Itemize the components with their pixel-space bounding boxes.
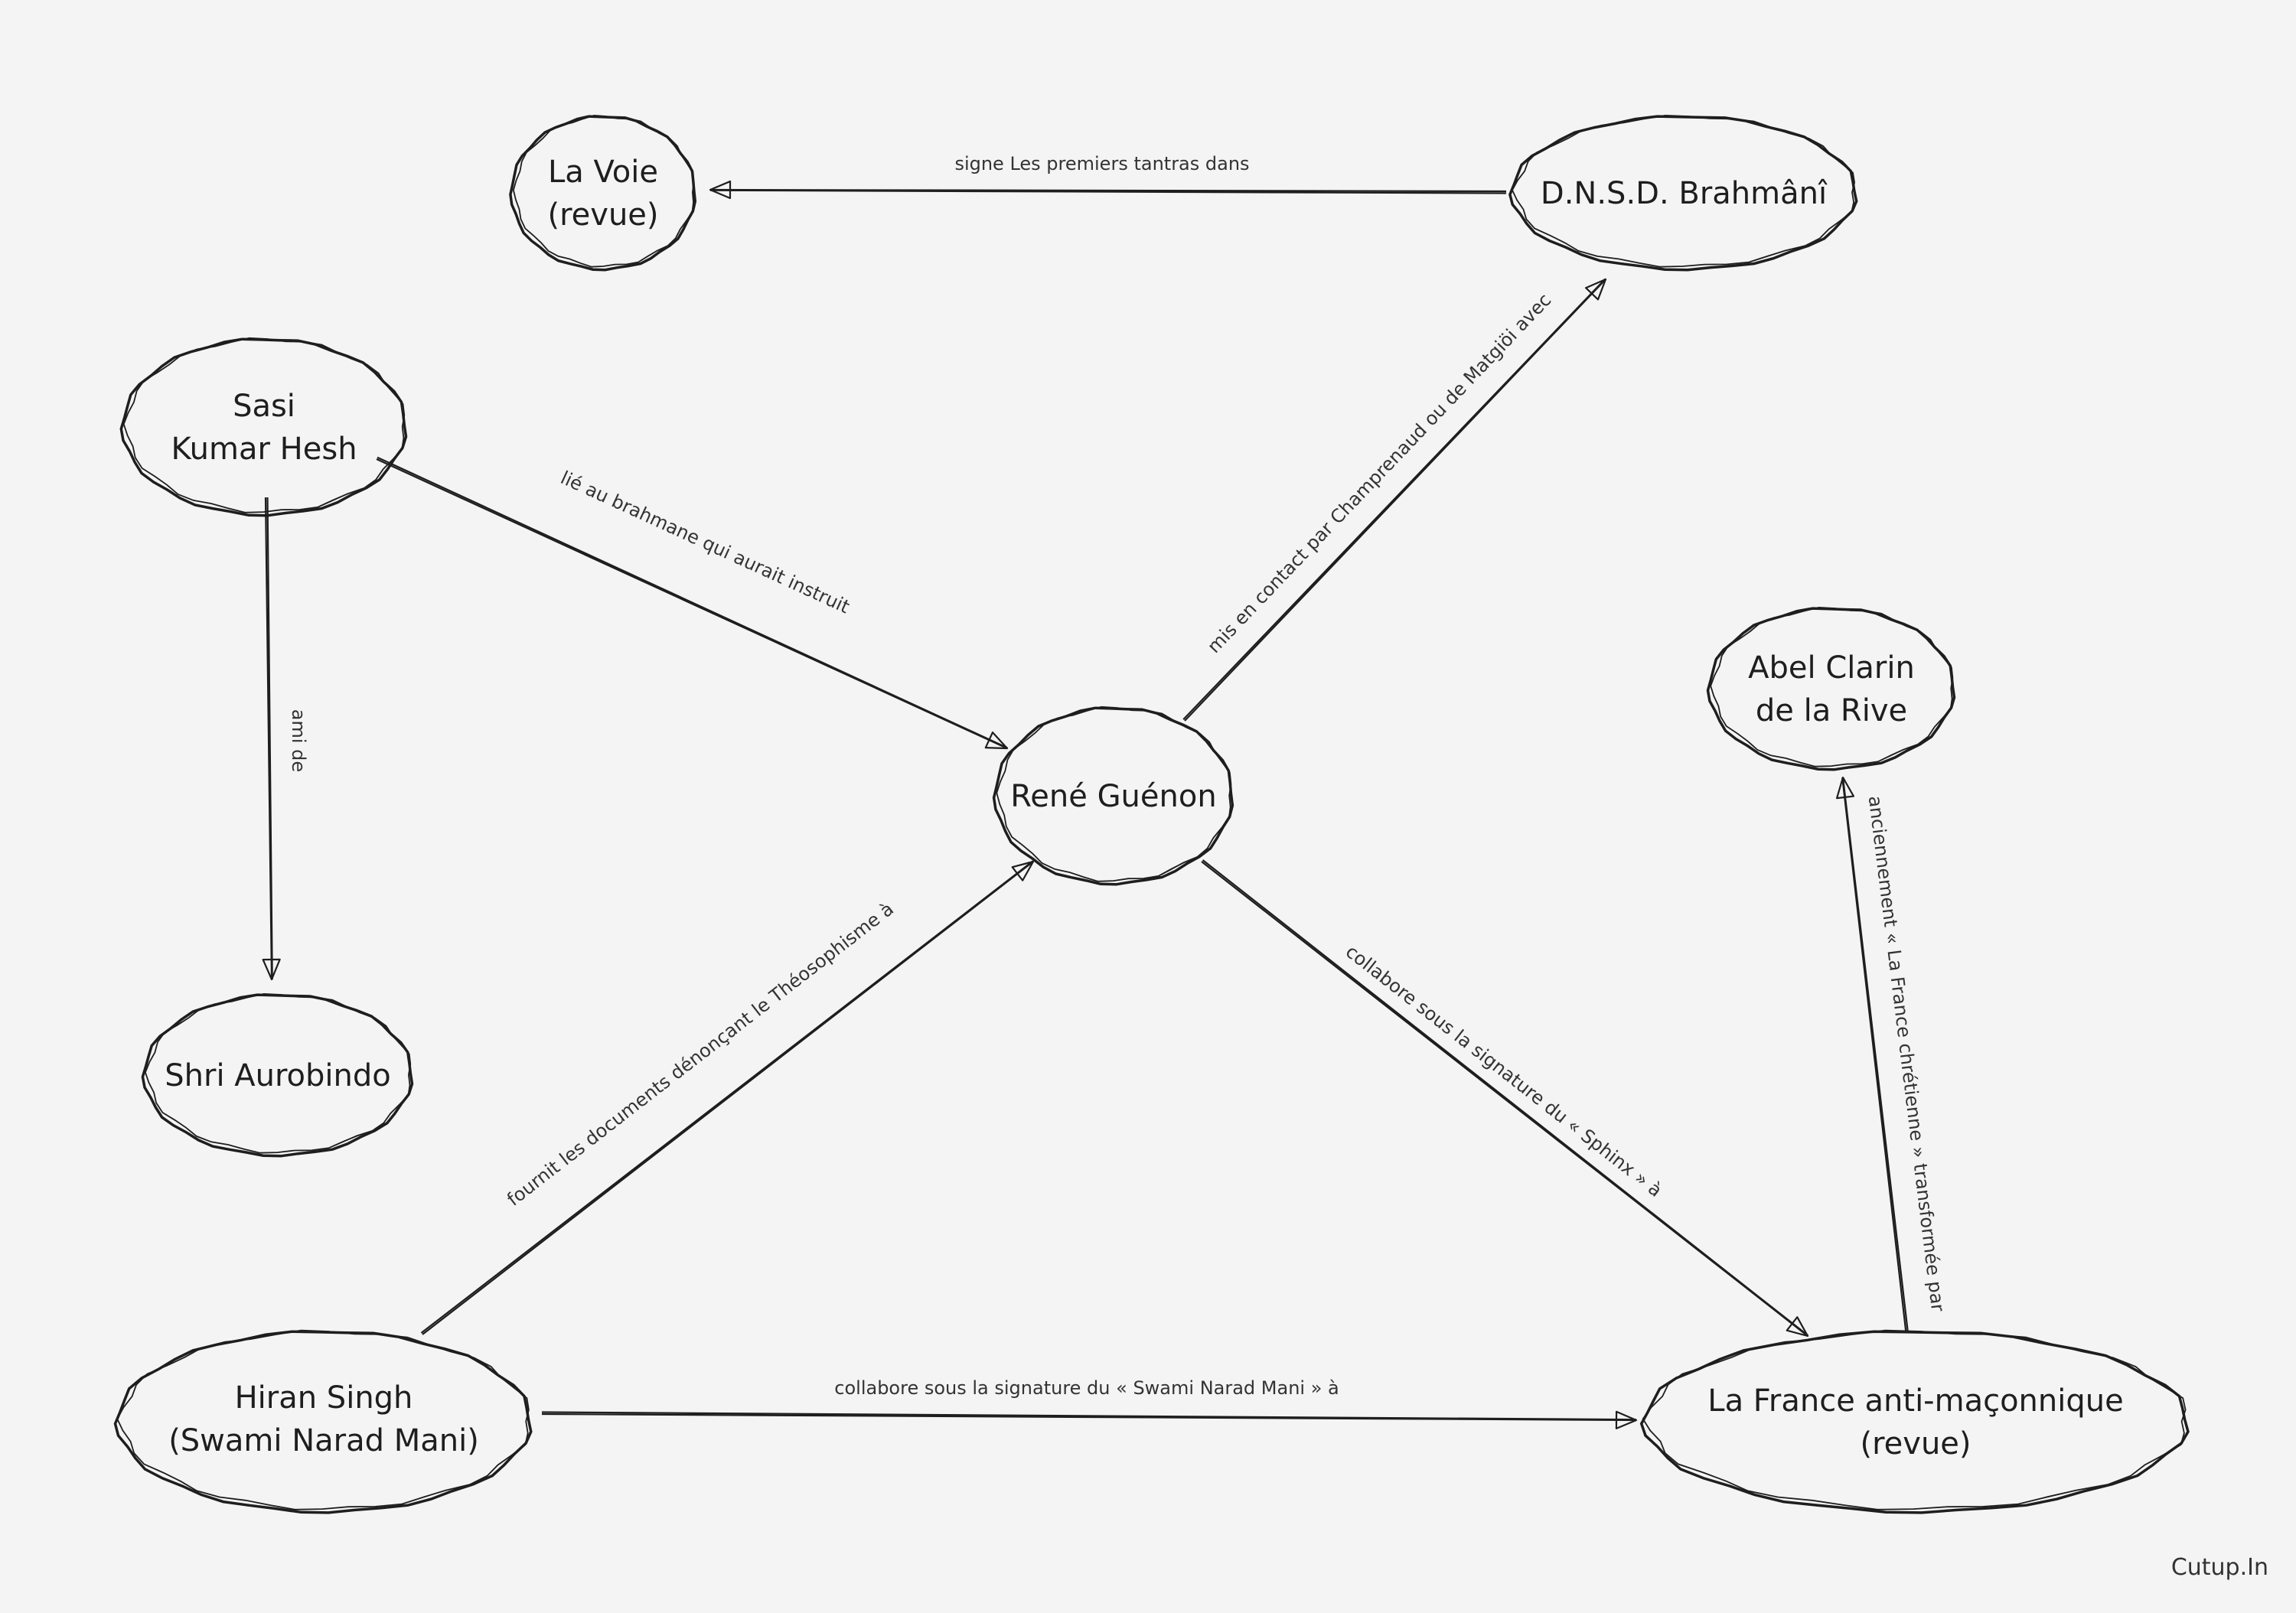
node-outline-sketch [122, 337, 406, 513]
edge-line-sketch [1841, 777, 1907, 1334]
node-outline-sketch [116, 1329, 530, 1510]
node-outline-sketch [144, 992, 412, 1154]
node-aurobindo[interactable]: Shri Aurobindo [141, 992, 414, 1158]
edge-guenon-france: collabore sous la signature du « Sphinx … [1201, 859, 1809, 1338]
edge-line-sketch [377, 456, 1008, 749]
edge-line-sketch [542, 1411, 1637, 1421]
edge-line-sketch [1182, 278, 1606, 721]
node-outline [509, 115, 697, 272]
edge-france-abel: anciennement « La France chrétienne » tr… [1836, 776, 1949, 1334]
edge-brahmani-voie: signe Les premiers tantras dans [709, 153, 1507, 200]
node-outline-sketch [1511, 114, 1856, 268]
edge-hiran-france: collabore sous la signature du « Swami N… [541, 1377, 1638, 1429]
node-abel[interactable]: Abel Clarin de la Rive [1706, 606, 1956, 771]
edge-label: ami de [288, 709, 309, 772]
edge-hiran-guenon: fournit les documents dénonçant le Théos… [420, 860, 1035, 1335]
arrowhead-icon [262, 958, 281, 981]
edge-line-sketch [709, 189, 1506, 194]
arrowhead-icon [1615, 1410, 1638, 1429]
edge-sasi-guenon: lié au brahmane qui aurait instruit [376, 456, 1009, 750]
edge-guenon-brahmani: mis en contact par Champrenaud ou de Mat… [1182, 278, 1607, 722]
node-brahmani[interactable]: D.N.S.D. Brahmânî [1508, 114, 1858, 272]
node-label: D.N.S.D. Brahmânî [1541, 176, 1828, 211]
edge-label: collabore sous la signature du « Sphinx … [1342, 940, 1666, 1201]
arrowhead-icon [1011, 860, 1035, 881]
node-la-voie[interactable]: La Voie (revue) [509, 114, 697, 272]
node-outline-sketch [1642, 1329, 2187, 1510]
node-outline-sketch [1710, 606, 1954, 767]
arrowhead-icon [984, 732, 1009, 750]
node-label: La Voie [548, 155, 658, 190]
node-label: Abel Clarin [1748, 650, 1915, 686]
edge-sasi-aurobindo: ami de [262, 497, 309, 981]
edge-label: lié au brahmane qui aurait instruit [557, 467, 853, 618]
node-outline-sketch [996, 705, 1232, 882]
node-label: Shri Aurobindo [165, 1058, 391, 1093]
node-label: Kumar Hesh [171, 432, 357, 467]
edge-line-sketch [266, 497, 273, 980]
arrowhead-icon [1786, 1316, 1809, 1338]
node-france[interactable]: La France anti-maçonnique (revue) [1639, 1329, 2190, 1514]
node-label: La France anti-maçonnique [1707, 1383, 2123, 1419]
edge-line-sketch [1202, 859, 1809, 1337]
edge-label: fournit les documents dénonçant le Théos… [503, 898, 898, 1211]
node-hiran[interactable]: Hiran Singh (Swami Narad Mani) [113, 1329, 533, 1514]
edge-label: mis en contact par Champrenaud ou de Mat… [1203, 289, 1555, 657]
node-guenon[interactable]: René Guénon [992, 705, 1234, 886]
edge-line-sketch [420, 860, 1034, 1334]
node-label: Sasi [233, 389, 295, 424]
arrowhead-icon [709, 180, 732, 200]
node-label: (revue) [1860, 1426, 1971, 1461]
watermark: Cutup.In [2170, 1554, 2268, 1581]
node-label: de la Rive [1756, 693, 1907, 728]
edge-label: collabore sous la signature du « Swami N… [834, 1377, 1339, 1399]
edge-label: signe Les premiers tantras dans [954, 153, 1249, 174]
edge-label: anciennement « La France chrétienne » tr… [1864, 794, 1949, 1312]
node-label: René Guénon [1010, 779, 1216, 814]
node-outline [1706, 607, 1956, 771]
arrowhead-icon [1836, 776, 1855, 800]
node-label: (Swami Narad Mani) [168, 1423, 479, 1458]
node-label: (revue) [547, 197, 658, 233]
node-label: Hiran Singh [235, 1380, 413, 1416]
arrowhead-icon [1585, 278, 1607, 301]
node-outline-sketch [512, 114, 695, 268]
